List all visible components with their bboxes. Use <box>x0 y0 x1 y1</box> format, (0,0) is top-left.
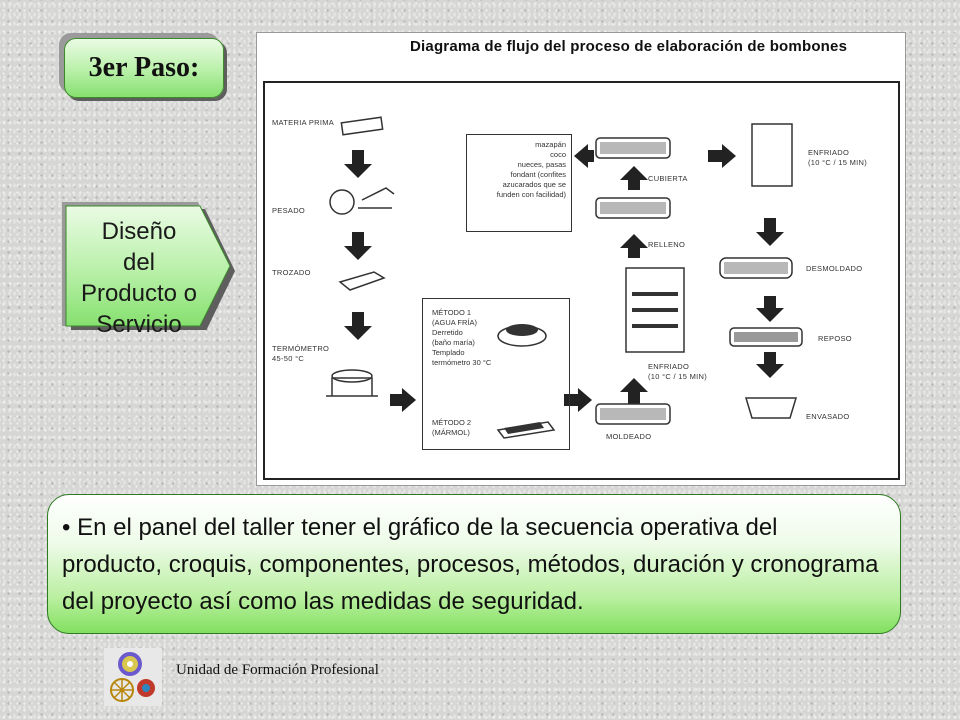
design-label-line: Diseño <box>101 218 177 245</box>
flow-label: MATERIA PRIMA <box>272 118 335 127</box>
flow-label: ENVASADO <box>806 412 850 421</box>
method2-line: (MÁRMOL) <box>432 428 470 437</box>
info-text: • En el panel del taller tener el gráfic… <box>62 514 879 615</box>
fillings-box <box>466 134 572 232</box>
method2-note: MÉTODO 2 (MÁRMOL) <box>432 418 471 438</box>
method1-line: (AGUA FRÍA) <box>432 318 478 327</box>
filling-line: funden con facilidad) <box>496 190 566 199</box>
method2-line: MÉTODO 2 <box>432 418 472 427</box>
filling-line: coco <box>550 150 566 159</box>
step-badge-label: 3er Paso: <box>88 52 200 83</box>
method1-line: Derretido <box>432 328 463 337</box>
flow-label: ENFRIADO <box>808 148 850 157</box>
methods-box <box>422 298 570 450</box>
flow-label: RELLENO <box>648 240 686 249</box>
flow-label: DESMOLDADO <box>806 264 863 273</box>
step-badge: 3er Paso: <box>64 38 224 98</box>
method1-line: (baño maría) <box>432 338 475 347</box>
flow-label: PESADO <box>272 206 306 215</box>
flow-label: 45-50 °C <box>272 354 305 363</box>
info-panel: • En el panel del taller tener el gráfic… <box>47 494 901 634</box>
flow-label: ENFRIADO <box>648 362 690 371</box>
method1-note: MÉTODO 1 (AGUA FRÍA) Derretido (baño mar… <box>432 308 491 368</box>
method1-line: termómetro 30 °C <box>432 358 492 367</box>
flow-label: TERMÓMETRO <box>272 344 330 353</box>
institution-logo <box>104 648 162 706</box>
filling-line: fondant (confites <box>510 170 566 179</box>
flow-title: Diagrama de flujo del proceso de elabora… <box>410 38 848 55</box>
filling-line: mazapán <box>535 140 566 149</box>
flow-label: CUBIERTA <box>648 174 688 183</box>
design-label-line: Servicio <box>96 311 182 338</box>
design-label-line: del <box>122 249 156 276</box>
flow-label: TROZADO <box>272 268 311 277</box>
design-label: Diseño del Producto o Servicio <box>64 216 214 340</box>
fillings-note: mazapán coco nueces, pasas fondant (conf… <box>472 140 566 200</box>
flow-label: REPOSO <box>818 334 852 343</box>
filling-line: azucarados que se <box>502 180 566 189</box>
flow-label: (10 °C / 15 MIN) <box>648 372 708 381</box>
method1-line: MÉTODO 1 <box>432 308 472 317</box>
flow-label: MOLDEADO <box>606 432 652 441</box>
flow-frame <box>263 81 900 480</box>
design-label-line: Producto o <box>80 280 198 307</box>
design-arrow-shape <box>62 202 235 330</box>
flow-label: (10 °C / 15 MIN) <box>808 158 868 167</box>
footer-text: Unidad de Formación Profesional <box>176 662 379 678</box>
method1-line: Templado <box>432 348 465 357</box>
filling-line: nueces, pasas <box>517 160 566 169</box>
